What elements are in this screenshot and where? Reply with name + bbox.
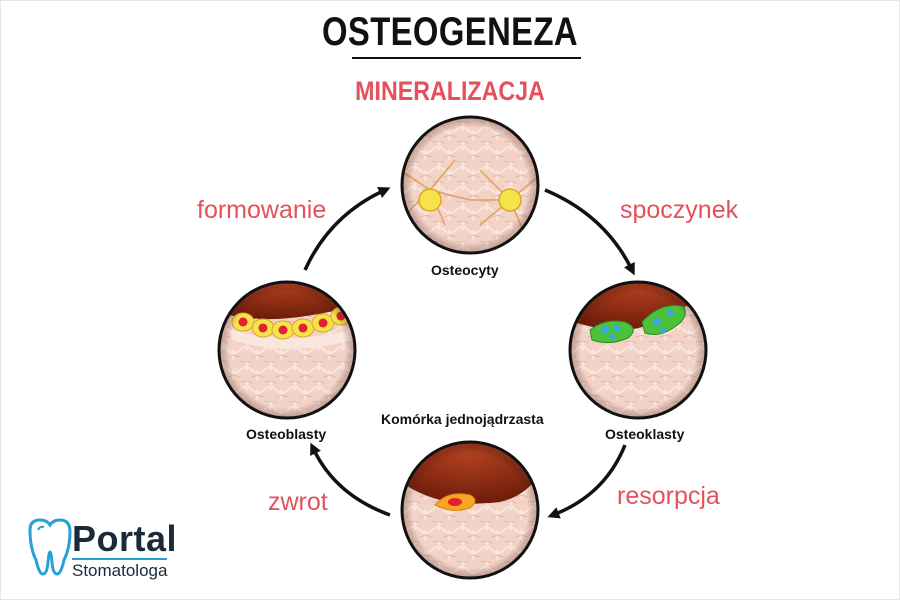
diagram-subtitle: MINERALIZACJA xyxy=(355,76,545,106)
logo-name: Portal xyxy=(72,518,178,559)
osteoblast-circle xyxy=(217,280,357,420)
osteoclast-circle xyxy=(568,280,708,420)
cell-label-osteocyty: Osteocyty xyxy=(431,262,499,278)
arrow-left-to-top xyxy=(303,187,391,271)
phase-label-zwrot: zwrot xyxy=(268,488,328,516)
tooth-icon xyxy=(28,518,72,576)
arrow-top-to-right xyxy=(544,188,635,276)
page-title: OSTEOGENEZA xyxy=(321,10,578,54)
osteocyte-circle xyxy=(400,115,540,255)
phase-label-formowanie: formowanie xyxy=(197,196,327,224)
arrow-bottom-to-left xyxy=(310,442,391,517)
cell-label-osteoblasty: Osteoblasty xyxy=(246,426,327,442)
title-underline xyxy=(352,57,581,59)
cell-label-osteoklasty: Osteoklasty xyxy=(605,426,685,442)
cell-label-komorka-jednojadrzasta: Komórka jednojądrzasta xyxy=(381,411,544,427)
mononuclear-cell-circle xyxy=(400,440,540,580)
arrow-right-to-bottom xyxy=(547,444,627,519)
logo-tagline: Stomatologa xyxy=(72,558,168,581)
phase-label-spoczynek: spoczynek xyxy=(620,196,739,224)
phase-label-resorpcja: resorpcja xyxy=(617,482,720,510)
